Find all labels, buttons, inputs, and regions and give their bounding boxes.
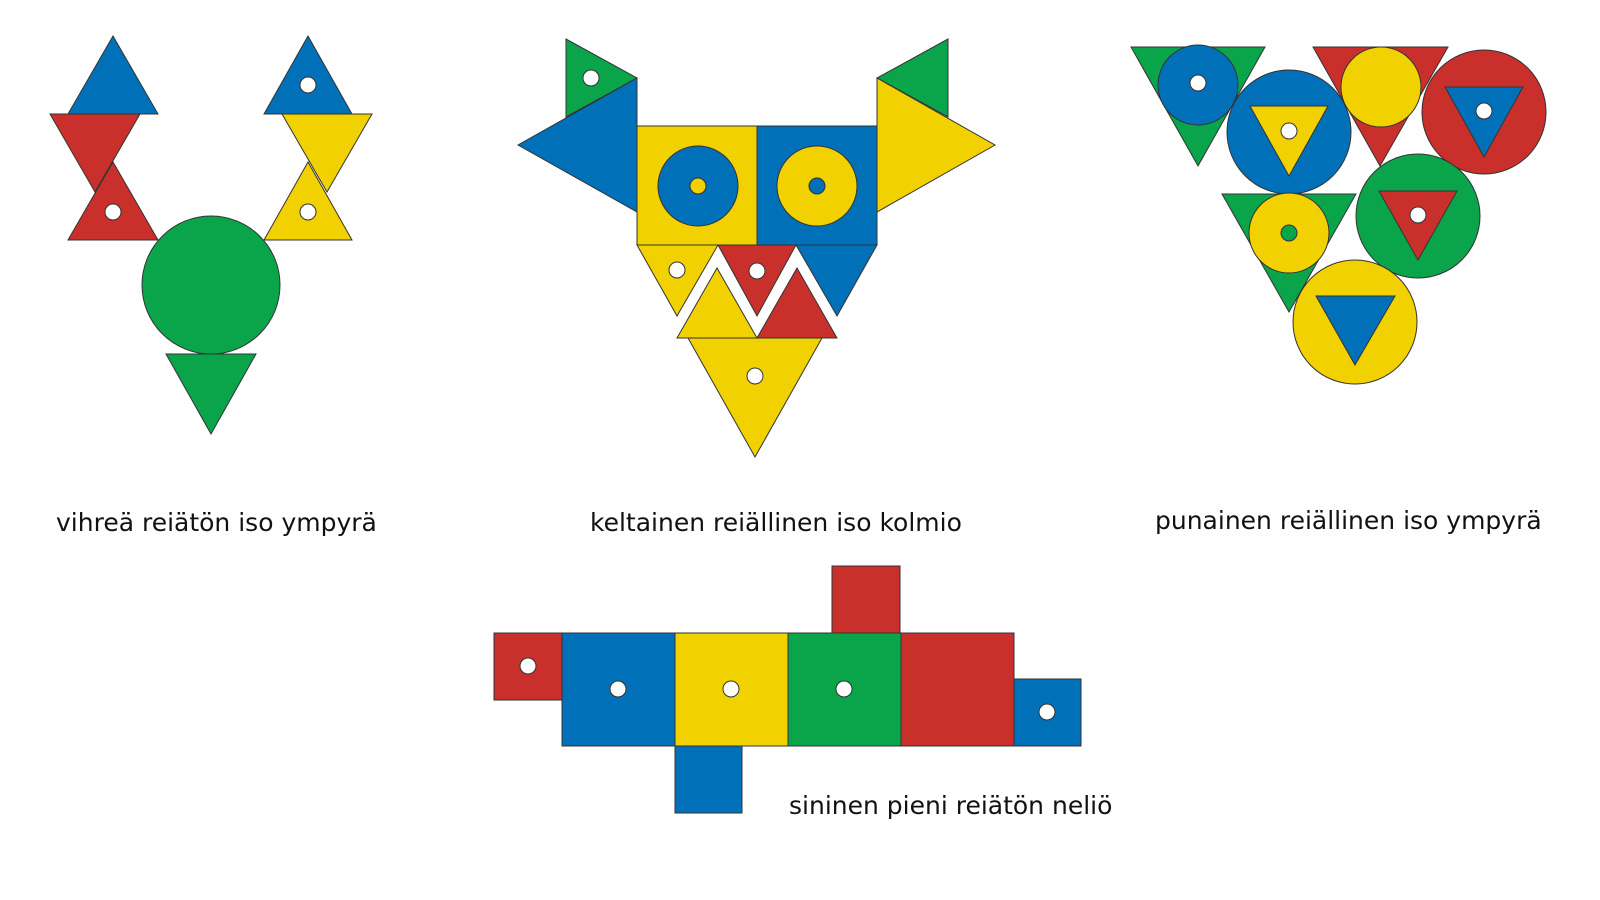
caption-figure-4: sininen pieni reiätön neliö — [789, 791, 1113, 820]
red-triangle — [49, 113, 141, 194]
hole — [668, 261, 686, 279]
blue-triangle — [1315, 295, 1396, 367]
hole — [519, 657, 537, 675]
red-square — [831, 565, 901, 634]
caption-figure-1: vihreä reiätön iso ympyrä — [56, 508, 377, 537]
green-circle — [141, 215, 281, 355]
red-triangle-with-hole — [67, 160, 159, 241]
caption-figure-3: punainen reiällinen iso ympyrä — [1155, 506, 1542, 535]
hole — [104, 203, 122, 221]
hole — [1189, 74, 1207, 92]
blue-triangle — [67, 34, 159, 115]
red-triangle-with-hole — [717, 244, 797, 318]
hole — [1475, 102, 1493, 120]
caption-figure-2: keltainen reiällinen iso kolmio — [590, 508, 962, 537]
blue-triangle-with-hole — [1444, 86, 1524, 159]
hole — [1409, 206, 1427, 224]
green-triangle — [875, 38, 949, 118]
figure-3-shapes — [1130, 44, 1547, 385]
hole — [582, 69, 600, 87]
hole — [1038, 703, 1056, 721]
hole — [299, 76, 317, 94]
blue-square — [674, 745, 743, 814]
hole — [835, 680, 853, 698]
red-triangle-with-hole — [1378, 190, 1458, 262]
yellow-triangle-with-hole — [1249, 105, 1329, 178]
hole — [1280, 122, 1298, 140]
hole — [299, 203, 317, 221]
hole — [722, 680, 740, 698]
red-square — [900, 632, 1015, 747]
blue-triangle — [795, 244, 878, 318]
green-triangle — [165, 353, 257, 436]
yellow-triangle-with-hole — [687, 337, 823, 459]
hole — [1280, 224, 1298, 242]
hole — [746, 367, 764, 385]
figure-1-shapes — [49, 34, 373, 436]
blue-triangle-with-hole — [263, 34, 353, 115]
yellow-triangle-with-hole — [636, 244, 719, 318]
figure-2-shapes — [516, 38, 997, 459]
figure-4-shapes — [493, 565, 1082, 814]
yellow-triangle — [281, 113, 373, 194]
hole — [689, 177, 707, 195]
yellow-circle — [1340, 46, 1422, 128]
yellow-triangle-with-hole — [263, 160, 353, 241]
hole — [748, 262, 766, 280]
hole — [808, 177, 826, 195]
hole — [609, 680, 627, 698]
